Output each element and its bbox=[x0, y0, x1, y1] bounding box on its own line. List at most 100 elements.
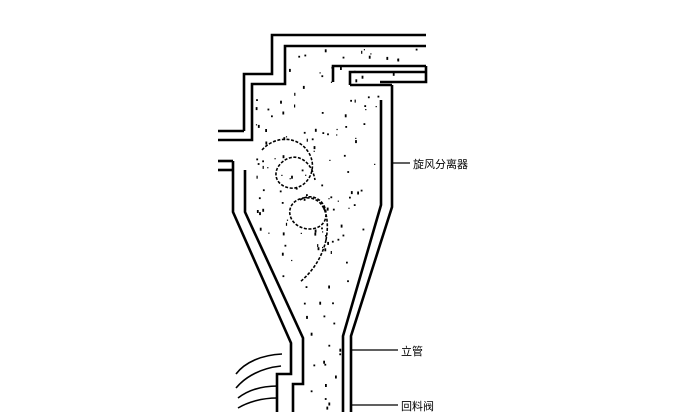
particle-dot bbox=[262, 165, 264, 169]
particle-dot bbox=[375, 106, 377, 108]
return-pipe-inner bbox=[237, 385, 279, 399]
particle-dot bbox=[298, 55, 301, 58]
cyclone-label: 旋风分离器 bbox=[413, 158, 468, 171]
particle-dot bbox=[283, 137, 286, 141]
particle-dot bbox=[322, 246, 324, 249]
particle-dot bbox=[324, 248, 327, 252]
particle-dot bbox=[314, 229, 317, 233]
particle-dot bbox=[285, 136, 288, 138]
standpipe-label: 立管 bbox=[401, 345, 423, 358]
particle-dot bbox=[303, 302, 306, 305]
particle-dot bbox=[339, 353, 342, 356]
particle-dot bbox=[415, 48, 418, 51]
particle-dot bbox=[336, 128, 338, 131]
particle-dot bbox=[361, 50, 363, 54]
particle-dot bbox=[323, 315, 326, 318]
particle-dot bbox=[306, 194, 308, 196]
particle-dot bbox=[339, 348, 342, 352]
return-valve-label: 回料阀 bbox=[401, 400, 434, 413]
particle-dot bbox=[328, 344, 331, 347]
particle-dot bbox=[314, 128, 317, 132]
particle-dot bbox=[311, 138, 314, 141]
particle-dot bbox=[268, 232, 270, 234]
particle-dot bbox=[361, 75, 364, 79]
particle-dot bbox=[321, 227, 323, 230]
particle-dot bbox=[328, 285, 330, 289]
particle-dot bbox=[357, 191, 359, 195]
particle-dot bbox=[280, 100, 282, 104]
particle-dot bbox=[323, 207, 326, 210]
particle-dots bbox=[255, 48, 418, 410]
particle-dot bbox=[349, 196, 351, 199]
particle-dot bbox=[294, 92, 296, 96]
particle-dot bbox=[327, 133, 329, 136]
vortex-upper bbox=[261, 138, 316, 189]
particle-dot bbox=[262, 189, 265, 192]
particle-dot bbox=[282, 155, 285, 159]
cyclone-left-outer-wall bbox=[231, 161, 293, 412]
particle-dot bbox=[392, 72, 395, 76]
particle-dot bbox=[350, 191, 353, 195]
particle-dot bbox=[281, 202, 284, 204]
particle-dot bbox=[323, 360, 325, 364]
particle-dot bbox=[347, 280, 349, 283]
particle-dot bbox=[355, 140, 357, 144]
particle-dot bbox=[325, 384, 327, 387]
particle-dot bbox=[267, 108, 270, 111]
particle-dot bbox=[300, 232, 302, 234]
particle-dot bbox=[362, 228, 365, 231]
particle-dot bbox=[321, 184, 324, 187]
particle-dot bbox=[321, 75, 324, 78]
cyclone-right-outer-wall bbox=[349, 85, 394, 412]
particle-dot bbox=[256, 175, 258, 179]
particle-dot bbox=[363, 49, 365, 51]
inlet-upper-inner bbox=[218, 131, 254, 142]
particle-dot bbox=[282, 232, 285, 236]
particle-dot bbox=[328, 198, 330, 200]
side-duct-upper-wall bbox=[331, 64, 426, 82]
particle-dot bbox=[291, 259, 293, 262]
particle-dot bbox=[284, 244, 287, 247]
side-duct-lower-wall bbox=[348, 70, 426, 85]
particle-dot bbox=[306, 138, 308, 142]
particle-dot bbox=[354, 99, 356, 103]
particle-dot bbox=[262, 208, 265, 212]
vortex-middle bbox=[288, 196, 329, 241]
particle-dot bbox=[330, 81, 333, 83]
particle-dot bbox=[289, 178, 291, 180]
particle-dot bbox=[310, 390, 313, 393]
vortex-lower bbox=[299, 239, 327, 283]
particle-dot bbox=[370, 53, 372, 55]
particle-dot bbox=[330, 251, 332, 254]
particle-dot bbox=[317, 247, 320, 251]
particle-dot bbox=[324, 49, 327, 53]
particle-dot bbox=[313, 146, 316, 150]
particle-dot bbox=[274, 158, 276, 160]
particle-dot bbox=[374, 163, 376, 165]
particle-dot bbox=[302, 85, 305, 89]
particle-dot bbox=[336, 134, 338, 136]
particle-dot bbox=[332, 208, 335, 211]
particle-dot bbox=[344, 114, 347, 118]
particle-dot bbox=[319, 301, 322, 305]
particle-dot bbox=[294, 104, 296, 108]
particle-dot bbox=[355, 79, 358, 83]
particle-dot bbox=[325, 235, 327, 237]
particle-dot bbox=[259, 227, 262, 231]
particle-dot bbox=[340, 224, 343, 228]
particle-dot bbox=[265, 129, 267, 132]
particle-dot bbox=[317, 244, 319, 248]
particle-dot bbox=[282, 111, 285, 115]
particle-dot bbox=[256, 210, 259, 213]
particle-dot bbox=[285, 222, 288, 226]
particle-dot bbox=[259, 212, 261, 216]
particle-dot bbox=[257, 124, 260, 128]
particle-dot bbox=[271, 115, 273, 118]
cyclone-right-inner-wall bbox=[341, 100, 383, 412]
particle-dot bbox=[265, 141, 268, 145]
particle-dot bbox=[281, 252, 284, 256]
particle-dot bbox=[313, 364, 316, 367]
particle-dot bbox=[281, 174, 283, 176]
